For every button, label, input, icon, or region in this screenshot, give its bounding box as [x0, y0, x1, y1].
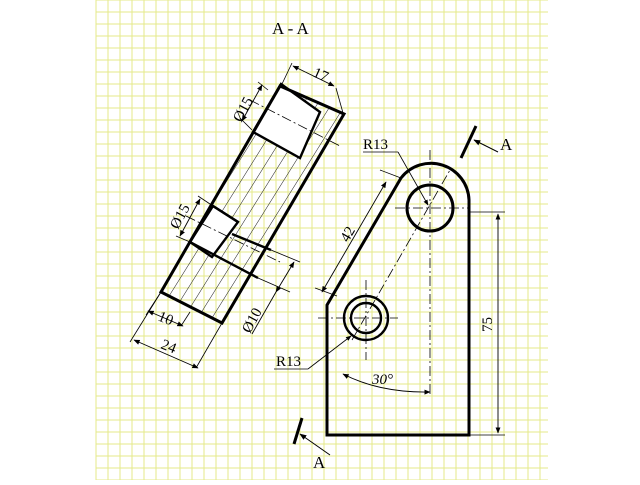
lever-outline [325, 161, 471, 437]
dim-24-label: 24 [159, 337, 179, 358]
ext-line [335, 87, 344, 114]
dim-line-d15-mid [179, 198, 201, 237]
dim-line-42 [321, 181, 387, 293]
cut-label-top: A [500, 135, 513, 154]
cut-line-bottom [292, 417, 304, 445]
dim-42-label: 42 [338, 224, 359, 245]
step-line [212, 204, 239, 224]
ext-line [257, 81, 269, 91]
dim-10-label: 10 [156, 309, 176, 329]
ext-line [129, 291, 162, 343]
link-axis [351, 169, 451, 341]
ext-line [195, 322, 223, 369]
ext-line [281, 62, 293, 85]
ext-line [379, 169, 402, 179]
dim-line-d10 [275, 261, 295, 293]
angle-30-label: 30° [371, 372, 393, 388]
dim-line-24 [133, 339, 199, 369]
cut-arrow-bottom [299, 433, 331, 456]
section-view: 17 Ø15 Ø15 Ø10 10 24 [129, 62, 347, 369]
leader-r13-top-arrow [397, 151, 429, 206]
axis-line-top [249, 99, 341, 147]
leader-r13-bottom-arrow [307, 335, 352, 370]
dim-line-17 [292, 65, 335, 87]
step-line-3 [189, 240, 259, 280]
cut-line-top [459, 125, 478, 159]
ext-line [270, 249, 301, 263]
dim-75-label: 75 [480, 317, 496, 332]
front-view: 75 42 R13 R13 30° A A [274, 125, 513, 472]
ext-line [175, 235, 191, 243]
angle-arc-30 [342, 373, 431, 395]
cut-label-bottom: A [313, 453, 326, 472]
ext-line [197, 195, 214, 207]
cut-arrow-top [473, 139, 499, 153]
r13-bottom-label: R13 [276, 354, 301, 370]
dim-line-d15-top [241, 84, 263, 122]
step-line-2 [231, 232, 272, 252]
r13-top-label: R13 [363, 137, 388, 153]
dim-line-10 [147, 310, 184, 327]
leader-d10 [251, 291, 277, 335]
dim-17-label: 17 [310, 65, 331, 86]
section-title: A - A [272, 19, 310, 38]
